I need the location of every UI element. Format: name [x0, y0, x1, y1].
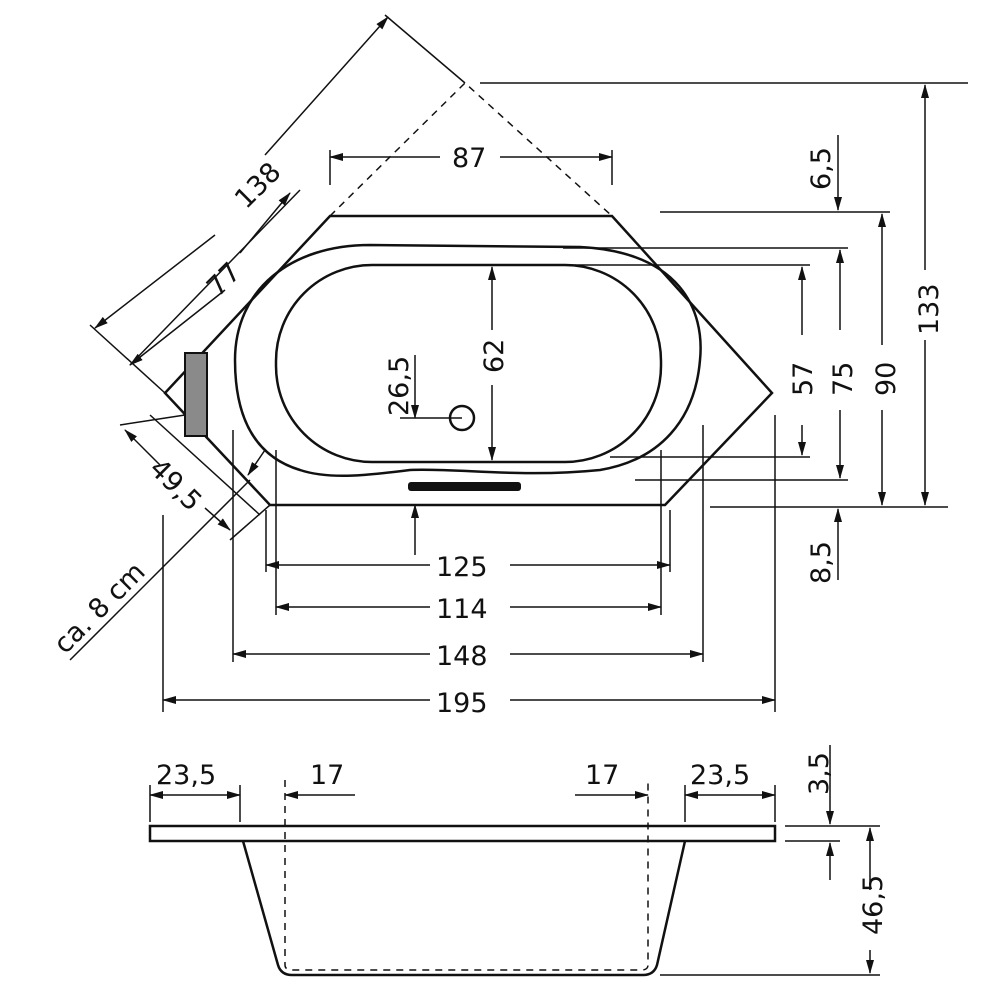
- dim-left-inner: 17: [310, 760, 344, 791]
- outer-oval: [233, 243, 702, 477]
- basin-profile: [241, 840, 687, 977]
- dim-114: 114: [436, 594, 488, 625]
- dim-77: 77: [201, 257, 247, 303]
- dim-195: 195: [436, 688, 488, 719]
- dim-87: 87: [452, 143, 486, 174]
- dim-125: 125: [436, 552, 488, 583]
- dim-right-rim: 23,5: [690, 760, 750, 791]
- dim-26-5: 26,5: [384, 356, 415, 416]
- dim-75: 75: [828, 362, 859, 396]
- inner-dashed-profile: [284, 780, 649, 971]
- dim-depth: 46,5: [858, 875, 889, 935]
- dim-57: 57: [788, 362, 819, 396]
- dim-rim-thickness: 3,5: [804, 752, 835, 795]
- rim-profile: [148, 824, 777, 843]
- side-view: 23,5 17 17 23,5 3,5 46,5: [148, 745, 889, 977]
- overflow-handle: [408, 482, 521, 491]
- inner-basin: [274, 263, 663, 464]
- dim-8-5: 8,5: [806, 541, 837, 584]
- dim-right-inner: 17: [585, 760, 619, 791]
- dim-133: 133: [914, 283, 945, 335]
- dim-49-5: 49,5: [143, 453, 207, 517]
- top-view: 138 77 87 6,5 133 90 75 57 62 26,5 49,5 …: [48, 14, 968, 719]
- dim-148: 148: [436, 641, 488, 672]
- dim-62: 62: [479, 339, 510, 373]
- wall-mount-block: [184, 352, 208, 437]
- dim-90: 90: [871, 362, 902, 396]
- corner-note: ca. 8 cm: [48, 556, 152, 660]
- dim-6-5: 6,5: [806, 147, 837, 190]
- dim-left-rim: 23,5: [156, 760, 216, 791]
